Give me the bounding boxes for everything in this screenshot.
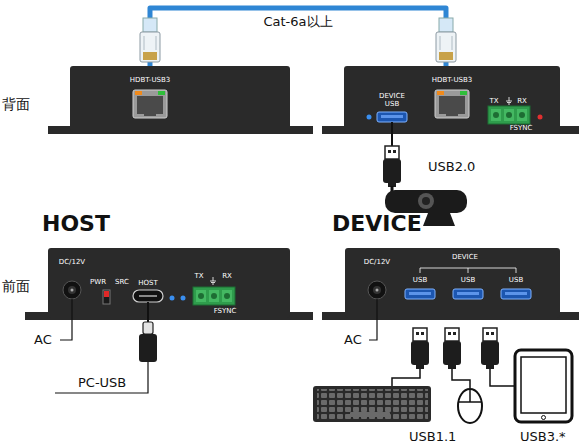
panel-text: USB: [461, 276, 475, 284]
panel-text: FSYNC: [510, 124, 533, 132]
panel-text: RX: [517, 97, 527, 105]
panel-text: USB: [509, 276, 523, 284]
panel-text: DC/12V: [364, 258, 390, 266]
cable-label: AC: [344, 333, 362, 347]
view-label: 背面: [2, 97, 30, 112]
host-front-panel: DC/12V PWR SRC HOST TX RX FSYNC: [48, 248, 290, 318]
panel-text: HDBT-USB3: [432, 76, 472, 84]
cable-label: USB1.1: [409, 430, 456, 444]
panel-text: HDBT-USB3: [130, 76, 170, 84]
unit-title: DEVICE: [332, 212, 422, 236]
edge-label: Cat-6a以上: [260, 15, 335, 29]
panel-text: TX: [489, 97, 498, 105]
panel-text: SRC: [115, 278, 129, 286]
panel-text: FSYNC: [214, 307, 237, 315]
host-back-panel: HDBT-USB3: [70, 66, 290, 132]
panel-text: PWR: [90, 278, 106, 286]
cable-label: AC: [34, 333, 52, 347]
view-label: 前面: [2, 279, 30, 294]
cable-label: PC-USB: [78, 376, 126, 390]
cable-label: USB2.0: [428, 160, 475, 174]
panel-text: USB: [413, 276, 427, 284]
unit-title: HOST: [42, 212, 110, 236]
panel-text: HOST: [138, 279, 158, 287]
panel-text: RX: [222, 272, 232, 280]
cable-label: USB3.*: [520, 430, 566, 444]
cat6a-cable: [150, 8, 446, 66]
panel-text: DC/12V: [59, 258, 85, 266]
device-back-panel: HDBT-USB3DEVICE USB TX RX FSYNC: [344, 66, 560, 132]
panel-text: DEVICE USB: [376, 92, 408, 108]
panel-text: DEVICE: [452, 253, 478, 261]
panel-text: TX: [194, 272, 203, 280]
device-front-panel: DC/12V DEVICE USB USB USB: [345, 248, 560, 318]
